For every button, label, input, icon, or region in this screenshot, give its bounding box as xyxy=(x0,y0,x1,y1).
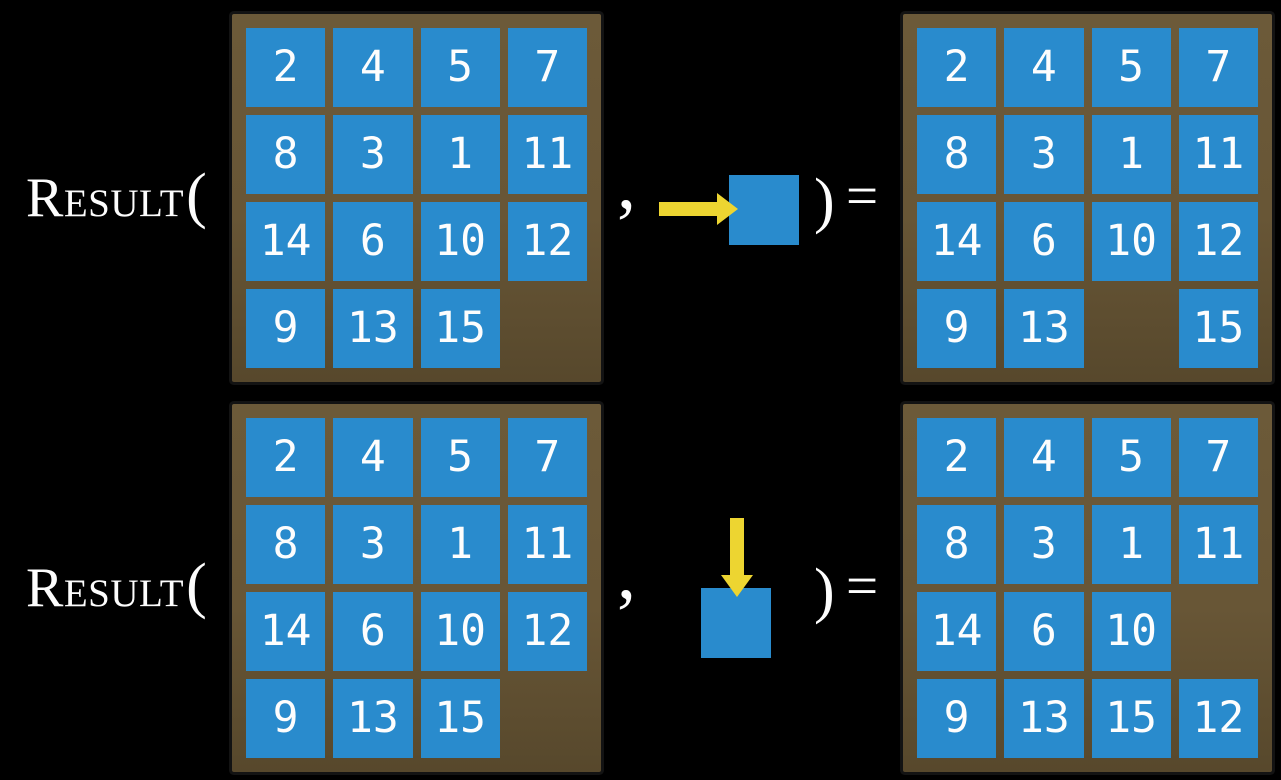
tile-10: 10 xyxy=(1091,592,1171,671)
tile-3: 3 xyxy=(1004,505,1084,584)
tile-14: 14 xyxy=(246,592,326,671)
tile-15: 15 xyxy=(420,289,500,368)
tile-2: 2 xyxy=(246,28,326,107)
tile-7: 7 xyxy=(507,418,587,497)
tile-10: 10 xyxy=(420,592,500,671)
right-arrow-icon xyxy=(659,193,738,225)
tile-8: 8 xyxy=(917,115,997,194)
arrow-head xyxy=(717,193,738,225)
tile-5: 5 xyxy=(1091,28,1171,107)
tile-11: 11 xyxy=(507,505,587,584)
tile-9: 9 xyxy=(246,679,326,758)
tile-14: 14 xyxy=(917,592,997,671)
tile-1: 1 xyxy=(420,115,500,194)
open-paren: ( xyxy=(186,552,207,620)
tile-7: 7 xyxy=(1178,418,1258,497)
tile-15: 15 xyxy=(1178,289,1258,368)
tile-15: 15 xyxy=(1091,679,1171,758)
empty-cell xyxy=(508,679,587,758)
arrow-shaft xyxy=(659,202,717,216)
equals-sign: = xyxy=(846,165,879,228)
tile-1: 1 xyxy=(1091,115,1171,194)
tile-12: 12 xyxy=(507,592,587,671)
open-paren: ( xyxy=(186,162,207,230)
tile-12: 12 xyxy=(507,202,587,281)
tile-4: 4 xyxy=(1004,418,1084,497)
tile-1: 1 xyxy=(1091,505,1171,584)
tile-13: 13 xyxy=(333,289,413,368)
arrow-shaft xyxy=(730,518,744,575)
tile-4: 4 xyxy=(333,28,413,107)
comma: , xyxy=(617,141,636,225)
tile-6: 6 xyxy=(333,202,413,281)
tile-2: 2 xyxy=(917,418,997,497)
tile-11: 11 xyxy=(507,115,587,194)
equals-sign: = xyxy=(846,555,879,618)
function-name: Result xyxy=(26,167,185,229)
tile-8: 8 xyxy=(246,505,326,584)
tile-4: 4 xyxy=(1004,28,1084,107)
tile-9: 9 xyxy=(917,679,997,758)
close-paren: ) xyxy=(814,557,835,625)
tile-11: 11 xyxy=(1178,115,1258,194)
tile-12: 12 xyxy=(1178,202,1258,281)
empty-cell xyxy=(1092,289,1171,368)
function-name: Result xyxy=(26,557,185,619)
tile-2: 2 xyxy=(917,28,997,107)
tile-11: 11 xyxy=(1178,505,1258,584)
tile-8: 8 xyxy=(917,505,997,584)
tile-6: 6 xyxy=(1004,592,1084,671)
down-arrow-icon xyxy=(721,518,753,597)
close-paren: ) xyxy=(814,167,835,235)
empty-cell xyxy=(1179,592,1258,671)
tile-1: 1 xyxy=(420,505,500,584)
tile-12: 12 xyxy=(1178,679,1258,758)
tile-13: 13 xyxy=(1004,289,1084,368)
tile-2: 2 xyxy=(246,418,326,497)
tile-9: 9 xyxy=(917,289,997,368)
result-function-label: Result( xyxy=(26,165,207,227)
tile-10: 10 xyxy=(420,202,500,281)
tile-10: 10 xyxy=(1091,202,1171,281)
tile-5: 5 xyxy=(1091,418,1171,497)
tile-13: 13 xyxy=(1004,679,1084,758)
tile-8: 8 xyxy=(246,115,326,194)
tile-7: 7 xyxy=(1178,28,1258,107)
tile-7: 7 xyxy=(507,28,587,107)
comma: , xyxy=(617,531,636,615)
action-tile-down xyxy=(701,588,771,658)
tile-6: 6 xyxy=(1004,202,1084,281)
tile-3: 3 xyxy=(333,505,413,584)
tile-6: 6 xyxy=(333,592,413,671)
tile-5: 5 xyxy=(420,28,500,107)
tile-15: 15 xyxy=(420,679,500,758)
action-tile-right xyxy=(729,175,799,245)
arrow-head xyxy=(721,575,753,597)
tile-14: 14 xyxy=(246,202,326,281)
empty-cell xyxy=(508,289,587,368)
tile-5: 5 xyxy=(420,418,500,497)
tile-3: 3 xyxy=(1004,115,1084,194)
tile-4: 4 xyxy=(333,418,413,497)
tile-14: 14 xyxy=(917,202,997,281)
result-function-label: Result( xyxy=(26,555,207,617)
tile-9: 9 xyxy=(246,289,326,368)
tile-3: 3 xyxy=(333,115,413,194)
tile-13: 13 xyxy=(333,679,413,758)
